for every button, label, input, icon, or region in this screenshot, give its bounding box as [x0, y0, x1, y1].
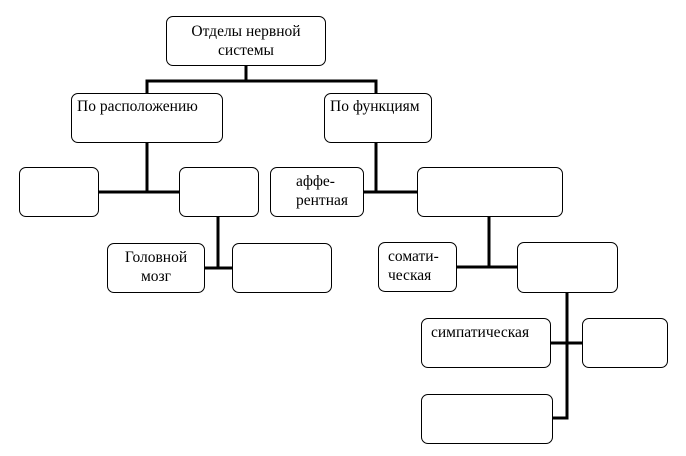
afferent-label: аффе- рентная	[296, 173, 349, 209]
bottom-blank-box	[421, 394, 553, 444]
connector-location-children	[97, 141, 181, 194]
connector-root-to-branches	[145, 64, 378, 95]
connector-function-children	[362, 141, 419, 194]
brain-label: Головной мозг	[124, 249, 188, 285]
brain-box: Головной мозг	[107, 243, 205, 293]
root-label: Отделы нервной системы	[191, 23, 301, 59]
by-function-box: По функциям	[324, 93, 432, 143]
by-location-label: По расположению	[77, 98, 198, 115]
brain-sibling-blank-box	[232, 243, 332, 293]
somatic-label: сомати- ческая	[388, 248, 439, 284]
autonomic-blank-box	[517, 242, 618, 293]
root-box: Отделы нервной системы	[166, 16, 326, 66]
by-function-label: По функциям	[330, 98, 420, 115]
location-right-blank-box	[179, 167, 259, 217]
efferent-blank-box	[417, 167, 563, 217]
afferent-box: аффе- рентная	[270, 167, 364, 217]
sympathetic-box: симпатическая	[421, 318, 551, 368]
sympathetic-sibling-blank-box	[582, 318, 668, 368]
connector-efferent-children	[455, 215, 519, 269]
location-left-blank-box	[19, 167, 99, 217]
somatic-box: сомати- ческая	[378, 242, 457, 292]
sympathetic-label: симпатическая	[431, 324, 530, 341]
connector-brain-pair	[203, 215, 234, 270]
by-location-box: По расположению	[71, 93, 223, 143]
connector-autonomic-children	[549, 291, 584, 420]
